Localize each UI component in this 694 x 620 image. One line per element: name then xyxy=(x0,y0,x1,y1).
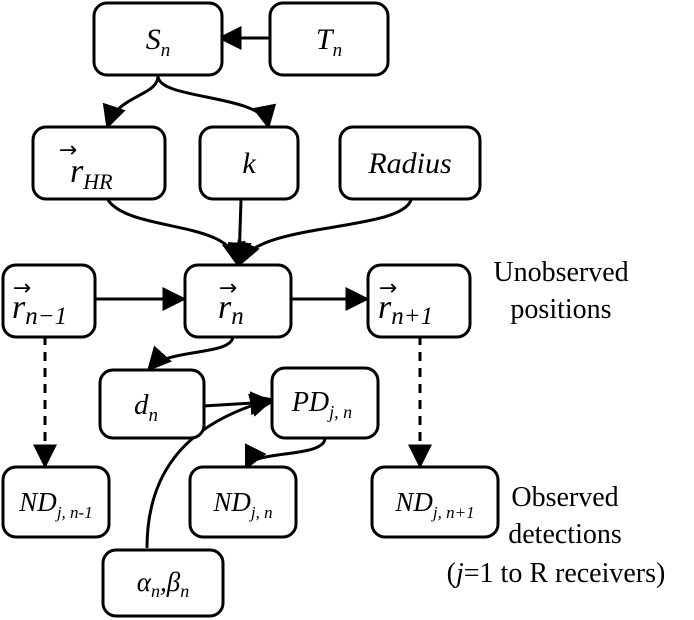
observed-line3-open: ( xyxy=(447,558,456,589)
pd-sub: j, n xyxy=(327,402,352,422)
alpha-sub: n xyxy=(151,581,160,601)
nd-n-sub: j, n xyxy=(249,503,273,522)
node-r-n: → rn xyxy=(183,263,293,339)
nd-n-main: ND xyxy=(212,487,251,517)
pd-main: PD xyxy=(291,387,329,418)
observed-line3-rest: =1 to R receivers) xyxy=(464,558,666,589)
vector-arrow-icon: → xyxy=(379,276,397,301)
edge-rhr-to-rn xyxy=(106,199,246,267)
node-alpha-beta: αn,βn xyxy=(101,548,225,618)
svg-text:(j=1 to R receivers): (j=1 to R receivers) xyxy=(447,558,666,589)
edge-radius-to-rn xyxy=(237,199,413,267)
svg-text:NDj, n: NDj, n xyxy=(212,487,272,522)
observed-line2: detections xyxy=(508,519,622,550)
edge-pd-to-ndn xyxy=(244,437,327,471)
edges xyxy=(33,26,432,549)
s-n-sub: n xyxy=(161,40,171,61)
nd-prev-main: ND xyxy=(18,487,57,517)
unobserved-line1: Unobserved xyxy=(493,257,628,288)
comma: , xyxy=(160,567,167,597)
svg-text:PDj, n: PDj, n xyxy=(291,387,352,422)
vector-arrow-icon: → xyxy=(13,276,31,301)
edge-k-to-rn xyxy=(227,199,252,267)
r-next-main: r xyxy=(378,289,392,326)
r-hr-main: r xyxy=(70,153,84,190)
vector-arrow-icon: → xyxy=(59,138,77,163)
edge-sn-to-rhr xyxy=(102,75,160,130)
svg-text:rn+1: rn+1 xyxy=(378,289,433,330)
t-n-main: T xyxy=(316,23,335,56)
k-label: k xyxy=(242,147,256,180)
svg-text:rn−1: rn−1 xyxy=(12,289,67,330)
edge-alphabeta-to-pd xyxy=(145,393,275,549)
d-n-main: d xyxy=(134,389,149,421)
r-prev-sub: n−1 xyxy=(25,303,67,330)
annotation-unobserved: Unobserved positions xyxy=(493,257,628,325)
observed-line1: Observed xyxy=(511,482,618,513)
alpha-symbol: α xyxy=(137,567,152,597)
node-radius: Radius xyxy=(338,125,482,201)
node-d-n: dn xyxy=(98,368,206,440)
annotation-observed: Observed detections (j=1 to R receivers) xyxy=(447,482,666,589)
svg-text:NDj, n+1: NDj, n+1 xyxy=(394,487,474,522)
node-r-n-minus-1: → rn−1 xyxy=(1,263,97,339)
nd-next-main: ND xyxy=(394,487,433,517)
svg-text:Sn: Sn xyxy=(146,23,171,61)
nd-prev-sub: j, n-1 xyxy=(55,503,93,522)
node-r-hr: → rHR xyxy=(31,125,167,201)
node-s-n: Sn xyxy=(92,1,224,77)
node-k: k xyxy=(198,125,300,201)
beta-sub: n xyxy=(180,581,189,601)
s-n-main: S xyxy=(146,23,161,56)
r-hr-sub: HR xyxy=(82,169,113,194)
node-nd-j-n-minus-1: NDj, n-1 xyxy=(1,465,111,539)
d-n-sub: n xyxy=(149,405,159,426)
svg-text:rn: rn xyxy=(218,289,244,330)
node-t-n: Tn xyxy=(268,1,390,77)
nd-next-sub: j, n+1 xyxy=(431,503,475,522)
node-r-n-plus-1: → rn+1 xyxy=(366,263,472,339)
edge-sn-to-k xyxy=(156,75,277,130)
observed-line3-j: j xyxy=(453,558,464,589)
node-pd-j-n: PDj, n xyxy=(270,366,380,440)
r-next-sub: n+1 xyxy=(391,303,433,330)
radius-label: Radius xyxy=(367,147,451,180)
r-n-main: r xyxy=(218,289,232,326)
svg-text:NDj, n-1: NDj, n-1 xyxy=(18,487,92,522)
svg-text:αn,βn: αn,βn xyxy=(137,567,189,601)
r-n-sub: n xyxy=(231,303,244,330)
node-nd-j-n: NDj, n xyxy=(188,465,298,539)
vector-arrow-icon: → xyxy=(219,276,237,301)
beta-symbol: β xyxy=(166,567,181,597)
svg-text:dn: dn xyxy=(134,389,158,426)
svg-text:Tn: Tn xyxy=(316,23,342,61)
unobserved-line2: positions xyxy=(510,294,611,325)
edge-rn-to-dn xyxy=(146,335,235,372)
svg-text:rHR: rHR xyxy=(70,153,113,194)
node-nd-j-n-plus-1: NDj, n+1 xyxy=(370,465,500,539)
t-n-sub: n xyxy=(333,40,343,61)
r-prev-main: r xyxy=(12,289,26,326)
